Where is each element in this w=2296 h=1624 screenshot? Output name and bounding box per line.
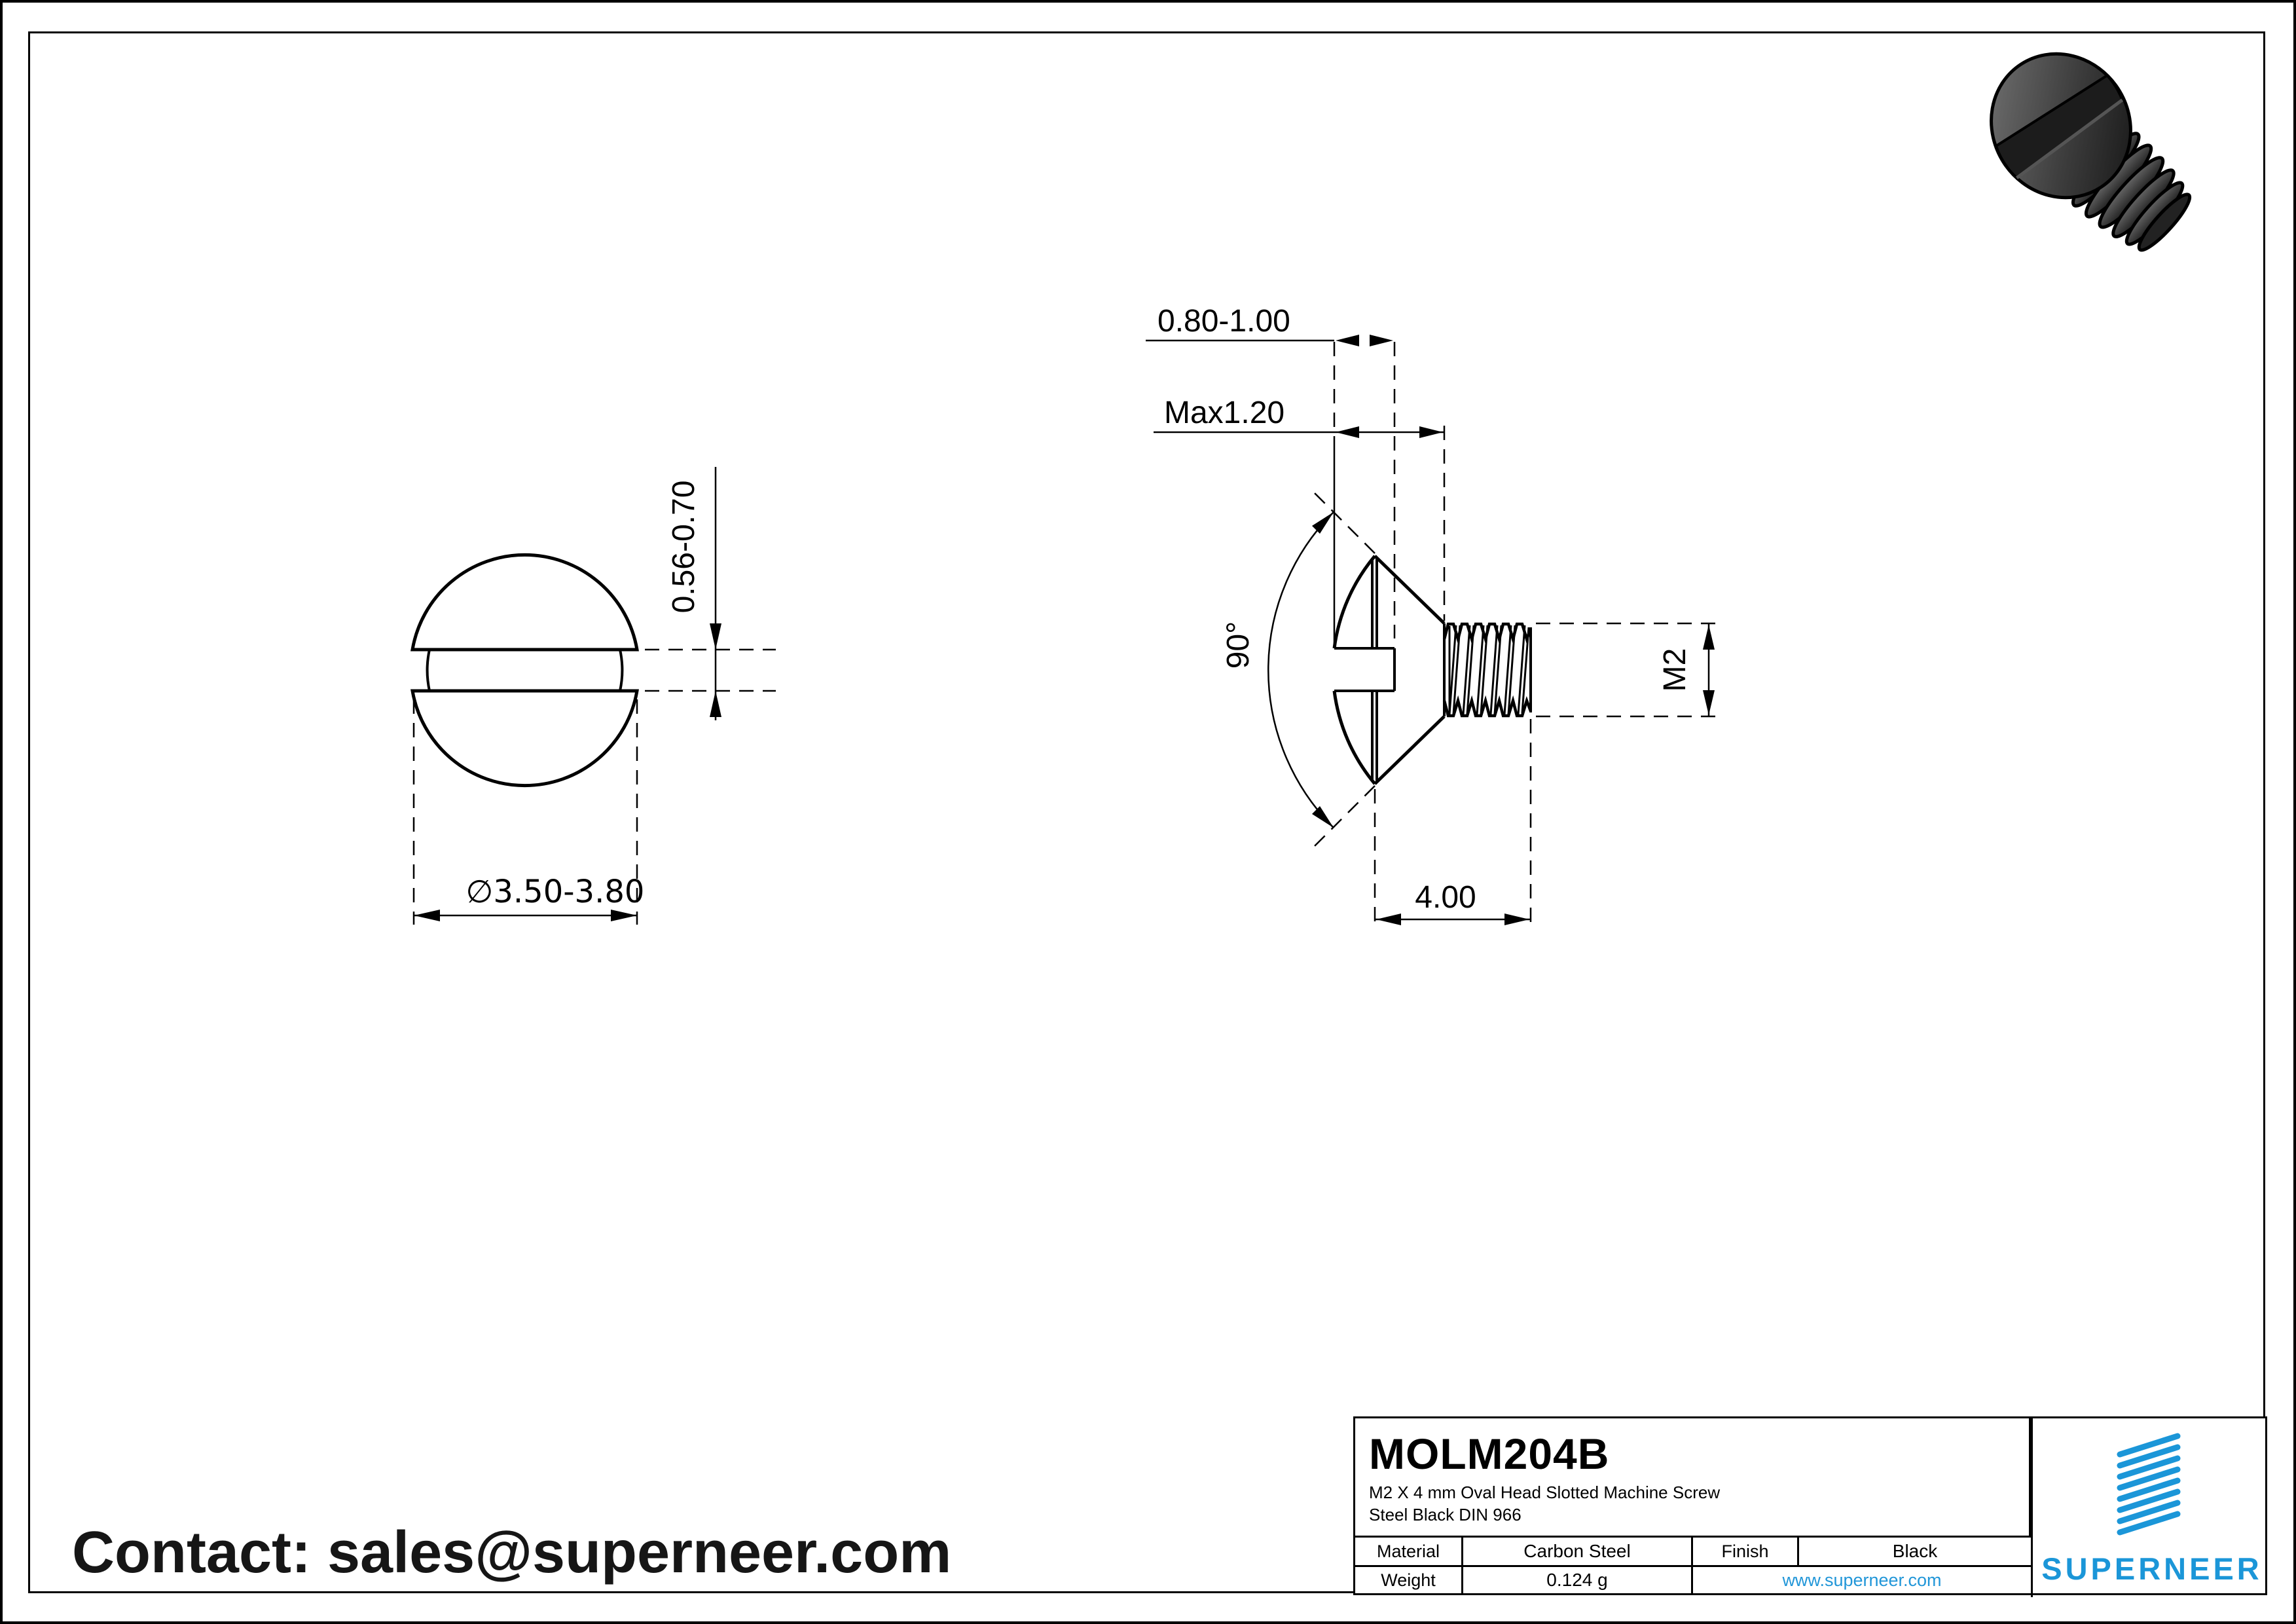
part-number: MOLM204B	[1369, 1430, 1610, 1478]
cone-flank-top	[1374, 555, 1446, 625]
head-height-dimension	[1154, 426, 1444, 438]
weight-label-cell: Weight	[1355, 1567, 1463, 1593]
brand-logo-icon	[2117, 1433, 2181, 1536]
material-value-cell: Carbon Steel	[1463, 1538, 1693, 1567]
slot-width-label: 0.56-0.70	[666, 481, 701, 614]
cone-flank-bottom	[1374, 715, 1446, 785]
title-block: MOLM204B M2 X 4 mm Oval Head Slotted Mac…	[1353, 1416, 2267, 1597]
finish-label: Finish	[1721, 1541, 1769, 1561]
slot-notch	[1334, 647, 1396, 692]
material-label: Material	[1376, 1541, 1440, 1561]
crown-arc-top	[1332, 555, 1376, 649]
finish-value: Black	[1892, 1541, 1938, 1561]
contact-text: Contact: sales@superneer.com	[72, 1520, 952, 1585]
finish-value-cell: Black	[1799, 1538, 2031, 1567]
diameter-label: ∅3.50-3.80	[466, 874, 645, 910]
diameter-dimension	[412, 699, 638, 925]
weight-value: 0.124 g	[1546, 1570, 1608, 1590]
website-link[interactable]: www.superneer.com	[1782, 1570, 1942, 1590]
length-dimension	[1375, 913, 1531, 925]
head-height-label: Max1.20	[1164, 396, 1285, 430]
side-view: 0.80-1.00 Max1.20 90° 4.00 M2	[1146, 304, 1722, 925]
part-description-line1: M2 X 4 mm Oval Head Slotted Machine Scre…	[1369, 1483, 1721, 1502]
angle-dimension	[1267, 511, 1334, 828]
part-description-line2: Steel Black DIN 966	[1369, 1505, 1522, 1524]
screw-3d-head	[1990, 52, 2132, 200]
website-cell: www.superneer.com	[1693, 1567, 2031, 1593]
slot-floor-arc-left	[426, 649, 431, 692]
thread-size-label: M2	[1658, 648, 1692, 692]
drawing-frame	[28, 31, 2265, 1593]
material-label-cell: Material	[1355, 1538, 1463, 1567]
thread-helix-lines	[1448, 625, 1530, 715]
angle-label: 90°	[1221, 621, 1256, 669]
crown-arc-bottom	[1332, 690, 1376, 785]
screw-3d-render	[1990, 52, 2192, 252]
weight-label: Weight	[1381, 1570, 1436, 1590]
finish-label-cell: Finish	[1693, 1538, 1799, 1567]
brand-panel: SUPERNEER	[2031, 1418, 2271, 1597]
slot-depth-dimension	[1146, 335, 1393, 346]
material-value: Carbon Steel	[1523, 1541, 1631, 1561]
title-block-description-cell: MOLM204B M2 X 4 mm Oval Head Slotted Mac…	[1355, 1418, 2031, 1538]
brand-name: SUPERNEER	[2041, 1551, 2263, 1586]
slot-floor-arc-right	[619, 649, 624, 692]
thread-size-dimension	[1703, 623, 1715, 716]
head-bowl-outline	[410, 689, 639, 788]
front-view: 0.56-0.70 ∅3.50-3.80	[410, 467, 776, 925]
slot-width-dimension	[645, 467, 776, 720]
length-label: 4.00	[1415, 880, 1476, 915]
head-dome-outline	[410, 553, 639, 652]
slot-depth-label: 0.80-1.00	[1157, 304, 1290, 339]
thread-profile-bottom	[1442, 695, 1533, 718]
cone-base-silhouette	[1371, 557, 1378, 783]
extension-lines	[1311, 342, 1722, 925]
weight-value-cell: 0.124 g	[1463, 1567, 1693, 1593]
